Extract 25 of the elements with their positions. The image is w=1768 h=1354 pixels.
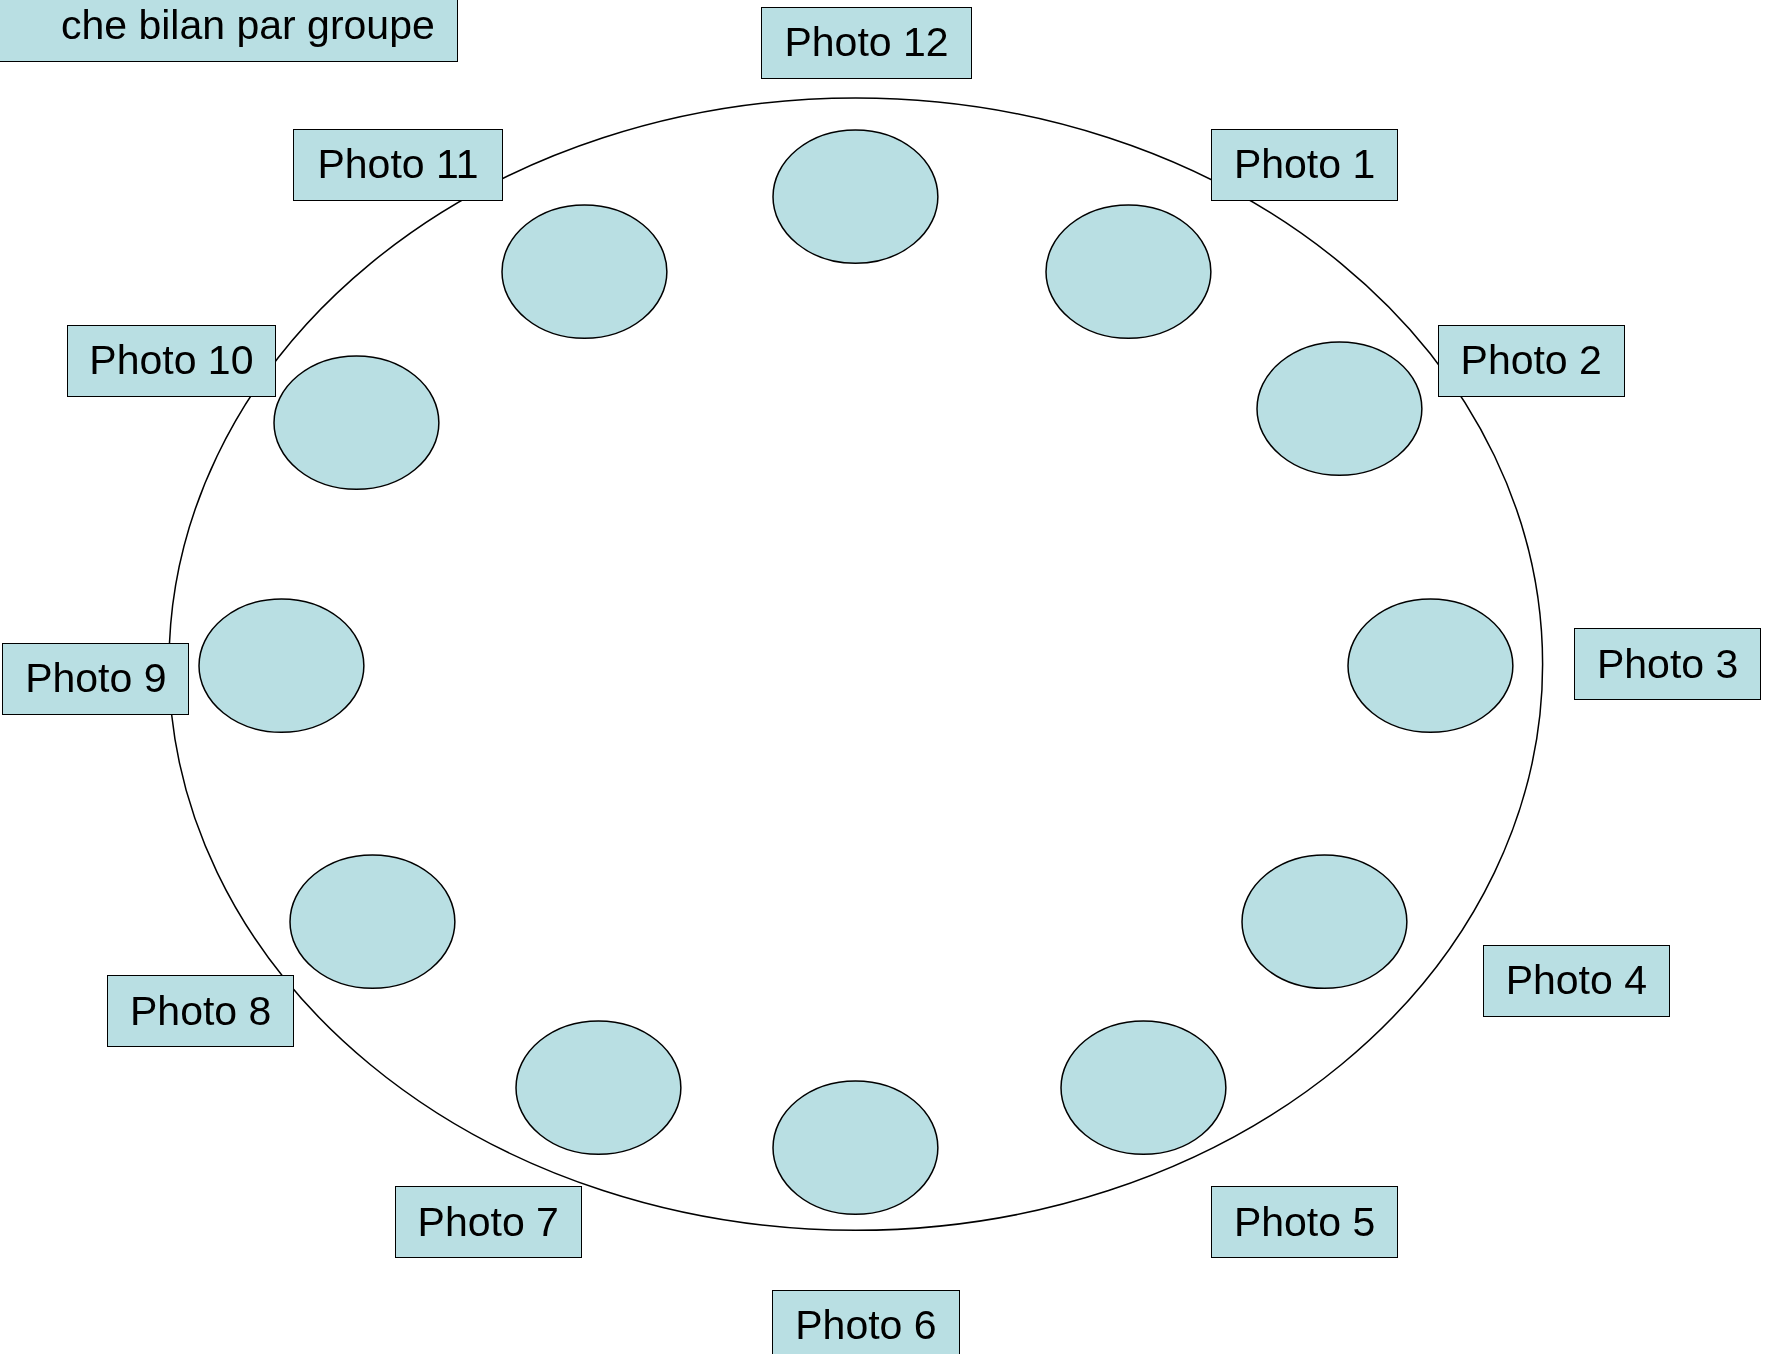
- photo-label-box: Photo 12: [761, 6, 972, 79]
- seat-ellipse: [272, 355, 440, 491]
- seat-ellipse: [1256, 340, 1423, 476]
- photo-label-box: Photo 9: [2, 642, 190, 715]
- seat-ellipse: [1059, 1020, 1227, 1156]
- photo-label-box: Photo 2: [1437, 324, 1625, 397]
- photo-label-box: Photo 4: [1482, 944, 1670, 1018]
- seat-ellipse: [288, 853, 456, 989]
- seat-ellipse: [500, 204, 668, 340]
- photo-label-box: Photo 7: [394, 1186, 582, 1259]
- photo-label-box: Photo 10: [66, 324, 277, 397]
- seat-ellipse: [772, 128, 940, 264]
- seat-ellipse: [198, 597, 366, 733]
- seat-ellipse: [515, 1020, 683, 1156]
- photo-label-box: Photo 6: [772, 1289, 960, 1354]
- seat-ellipse: [1347, 597, 1515, 733]
- photo-label-box: Photo 5: [1211, 1186, 1399, 1259]
- seat-ellipse: [1241, 853, 1409, 989]
- seat-ellipse: [1045, 204, 1213, 340]
- seat-ellipse: [772, 1080, 940, 1216]
- photo-label-box: Photo 3: [1574, 628, 1762, 701]
- title-box: che bilan par groupe: [0, 0, 458, 62]
- photo-label-box: Photo 1: [1211, 128, 1399, 201]
- photo-label-box: Photo 11: [293, 128, 503, 201]
- photo-label-box: Photo 8: [107, 975, 295, 1048]
